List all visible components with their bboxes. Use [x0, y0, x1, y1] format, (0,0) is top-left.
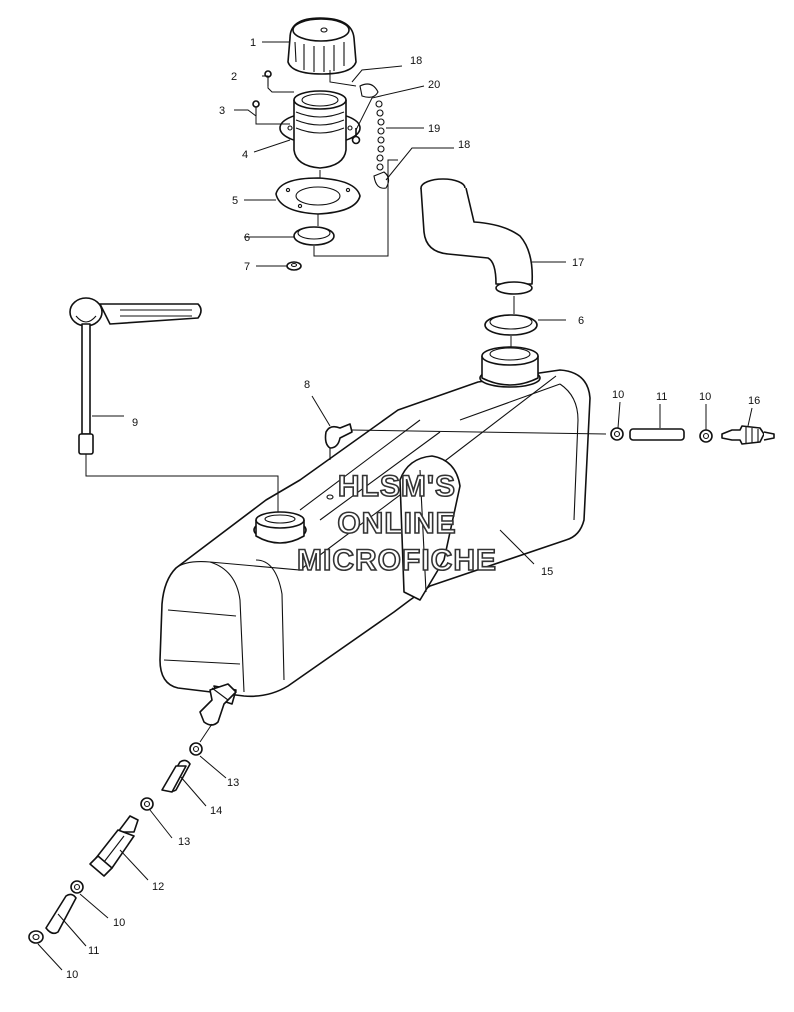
watermark: HLSM'S ONLINE MICROFICHE: [296, 469, 497, 578]
callout-15: 15: [541, 566, 553, 578]
callout-16: 16: [748, 395, 760, 407]
gasket: [275, 177, 361, 215]
callout-4: 4: [242, 149, 248, 161]
callout-12: 12: [152, 881, 164, 893]
watermark-line-2: ONLINE: [337, 507, 456, 540]
vent-line: [610, 425, 775, 445]
callout-17: 17: [572, 257, 584, 269]
callout-6-lower: 6: [578, 315, 584, 327]
filler-cap: [287, 17, 357, 75]
callout-6-upper: 6: [244, 232, 250, 244]
callout-11-vent: 11: [656, 391, 667, 403]
callout-13-lower: 13: [178, 836, 190, 848]
watermark-line-3: MICROFICHE: [297, 544, 497, 577]
callout-8: 8: [304, 379, 310, 391]
filler-neck: [279, 90, 361, 169]
callout-labels: 1 2 3 4 5 6 7 18 20 19 18 17 6 8 9 10 11…: [66, 37, 760, 981]
callout-10-vent-a: 10: [612, 389, 624, 401]
callout-9: 9: [132, 417, 138, 429]
washer: [286, 261, 302, 271]
filler-elbow-hose: [420, 178, 534, 295]
callout-2: 2: [231, 71, 237, 83]
callout-18-upper: 18: [410, 55, 422, 67]
fuel-outlet-line: [28, 683, 237, 944]
callout-19: 19: [428, 123, 440, 135]
callout-1: 1: [250, 37, 256, 49]
cap-tether-chain: [351, 83, 390, 189]
watermark-line-1: HLSM'S: [338, 470, 456, 503]
retaining-ring-upper: [293, 226, 335, 246]
callout-20: 20: [428, 79, 440, 91]
fuel-gauge-sender: [69, 297, 202, 455]
callout-14: 14: [210, 805, 222, 817]
leader-lines: [37, 41, 753, 971]
fuel-tank: [159, 346, 591, 705]
callout-7: 7: [244, 261, 250, 273]
callout-5: 5: [232, 195, 238, 207]
callout-3: 3: [219, 105, 225, 117]
callout-18-lower: 18: [458, 139, 470, 151]
callout-10-outlet-b: 10: [66, 969, 78, 981]
callout-13-upper: 13: [227, 777, 239, 789]
callout-10-vent-b: 10: [699, 391, 711, 403]
callout-10-outlet-a: 10: [113, 917, 125, 929]
callout-11-outlet: 11: [88, 945, 99, 957]
retaining-ring-lower: [484, 314, 538, 336]
vent-fitting: [324, 423, 353, 460]
